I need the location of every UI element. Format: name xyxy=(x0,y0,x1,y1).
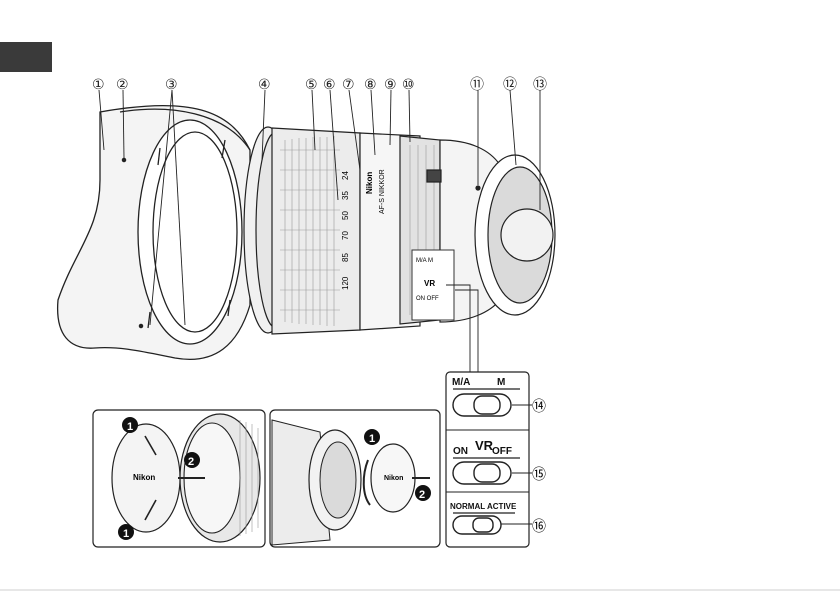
vr-mode-left-label: NORMAL xyxy=(450,502,485,511)
zoom-scale-mark: 70 xyxy=(341,231,350,240)
callout-3: ③ xyxy=(165,76,178,92)
callout-15: ⑮ xyxy=(532,466,546,482)
switch-detail-panel: M/A M VR ON OFF NORMAL ACTIVE xyxy=(446,372,529,547)
callout-2: ② xyxy=(116,76,129,92)
lens-model: AF-S NIKKOR xyxy=(379,169,386,214)
callout-11: ⑪ xyxy=(470,76,484,92)
callout-13: ⑬ xyxy=(533,76,547,92)
zoom-scale-mark: 35 xyxy=(341,191,350,200)
lens-body xyxy=(244,127,555,334)
section-tab xyxy=(0,42,52,72)
vr-right-label: OFF xyxy=(492,446,512,457)
callout-4: ④ xyxy=(258,76,271,92)
vr-left-label: ON xyxy=(453,446,468,457)
zoom-scale-mark: 85 xyxy=(341,253,350,262)
callout-8: ⑧ xyxy=(364,76,377,92)
callout-7: ⑦ xyxy=(342,76,355,92)
lens-brand: Nikon xyxy=(365,172,374,194)
callout-9: ⑨ xyxy=(384,76,397,92)
inset-rear-cap: Nikon 1 2 xyxy=(270,410,440,547)
callout-16: ⑯ xyxy=(532,518,546,534)
callout-12: ⑫ xyxy=(503,76,517,92)
step-two: 2 xyxy=(188,456,194,468)
zoom-scale-mark: 120 xyxy=(341,276,350,290)
callout-5: ⑤ xyxy=(305,76,318,92)
step-one-top: 1 xyxy=(127,421,133,433)
inset-front-cap: Nikon 1 1 2 xyxy=(93,410,265,547)
rear-cap-brand: Nikon xyxy=(384,475,403,482)
body-switch-2: VR xyxy=(424,279,435,288)
step-two-rear: 2 xyxy=(419,489,425,501)
callout-1: ① xyxy=(92,76,105,92)
step-one-bottom: 1 xyxy=(123,528,129,540)
body-switch-1: M/A M xyxy=(416,258,433,264)
focus-mode-right-label: M xyxy=(497,377,505,388)
zoom-scale-mark: 50 xyxy=(341,211,350,220)
callout-6: ⑥ xyxy=(323,76,336,92)
vr-mode-right-label: ACTIVE xyxy=(487,502,517,511)
body-switch-3: ON OFF xyxy=(416,296,439,302)
callout-numbers: ① ② ③ ④ ⑤ ⑥ ⑦ ⑧ ⑨ ⑩ ⑪ ⑫ ⑬ xyxy=(92,76,547,92)
zoom-scale-mark: 24 xyxy=(341,171,350,180)
vr-title: VR xyxy=(475,438,494,453)
step-one-rear: 1 xyxy=(369,433,375,445)
callout-10: ⑩ xyxy=(402,76,415,92)
focus-mode-left-label: M/A xyxy=(452,377,470,388)
callout-14: ⑭ xyxy=(532,398,546,414)
lens-hood xyxy=(58,106,250,360)
front-cap-brand: Nikon xyxy=(133,473,155,482)
